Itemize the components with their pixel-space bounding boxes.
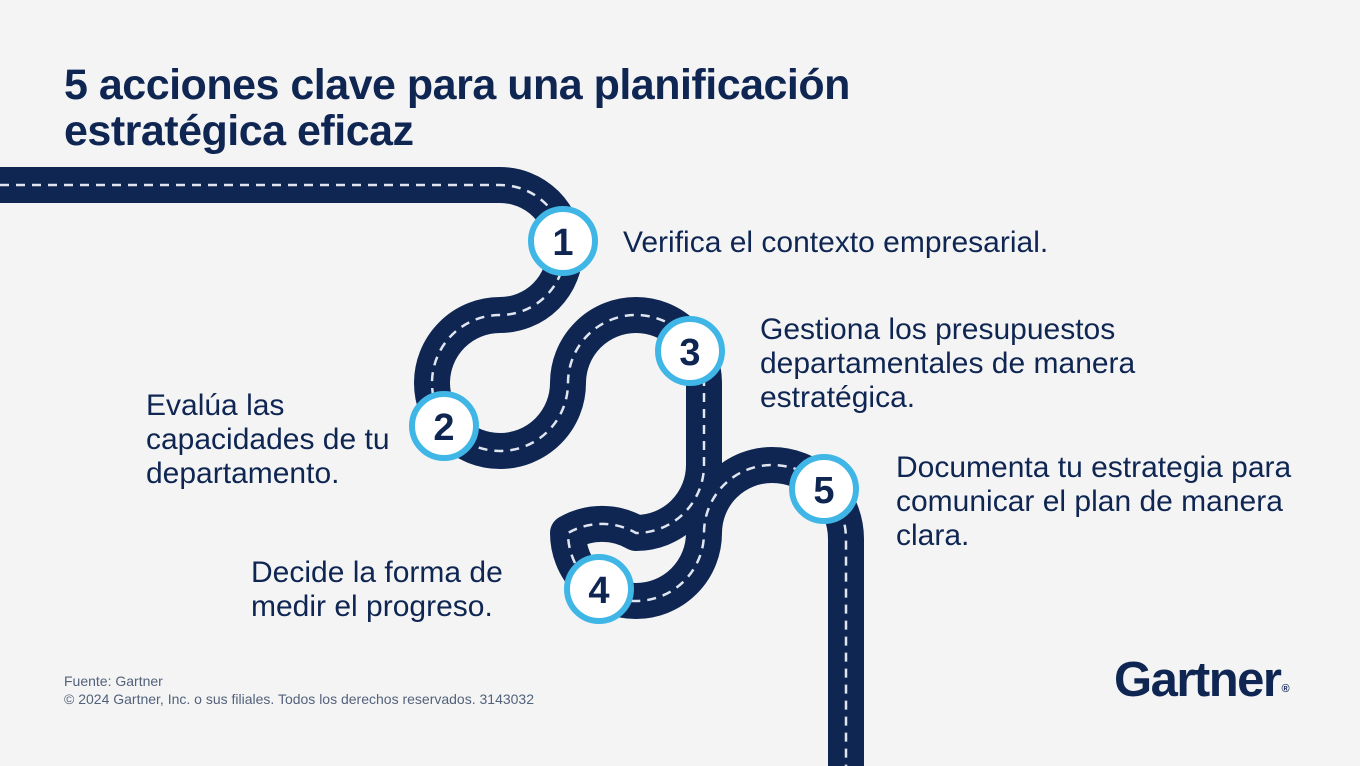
step-text-4: Decide la forma de medir el progreso. (251, 556, 503, 623)
step-text-2: Evalúa las capacidades de tu departament… (146, 389, 390, 490)
step-badge-2: 2 (409, 391, 479, 461)
step-badge-5: 5 (789, 454, 859, 524)
step-text-5: Documenta tu estrategia para comunicar e… (896, 451, 1292, 552)
footer: Fuente: Gartner © 2024 Gartner, Inc. o s… (64, 672, 534, 708)
step-number-3: 3 (679, 332, 700, 374)
registered-mark: ® (1281, 683, 1290, 695)
step-badge-3: 3 (655, 316, 725, 386)
step-text-3: Gestiona los presupuestos departamentale… (760, 313, 1136, 414)
step-number-2: 2 (433, 407, 454, 449)
step-number-4: 4 (588, 570, 609, 612)
step-number-5: 5 (813, 470, 834, 512)
logo-text: Gartner (1114, 653, 1282, 707)
gartner-logo: Gartner® (1114, 652, 1290, 708)
footer-copyright: © 2024 Gartner, Inc. o sus filiales. Tod… (64, 691, 534, 707)
step-badge-1: 1 (528, 206, 598, 276)
footer-source: Fuente: Gartner (64, 673, 163, 689)
step-text-1: Verifica el contexto empresarial. (623, 226, 1049, 259)
page-title: 5 acciones clave para una planificación … (64, 61, 850, 155)
step-badge-4: 4 (564, 554, 634, 624)
step-number-1: 1 (552, 222, 573, 264)
